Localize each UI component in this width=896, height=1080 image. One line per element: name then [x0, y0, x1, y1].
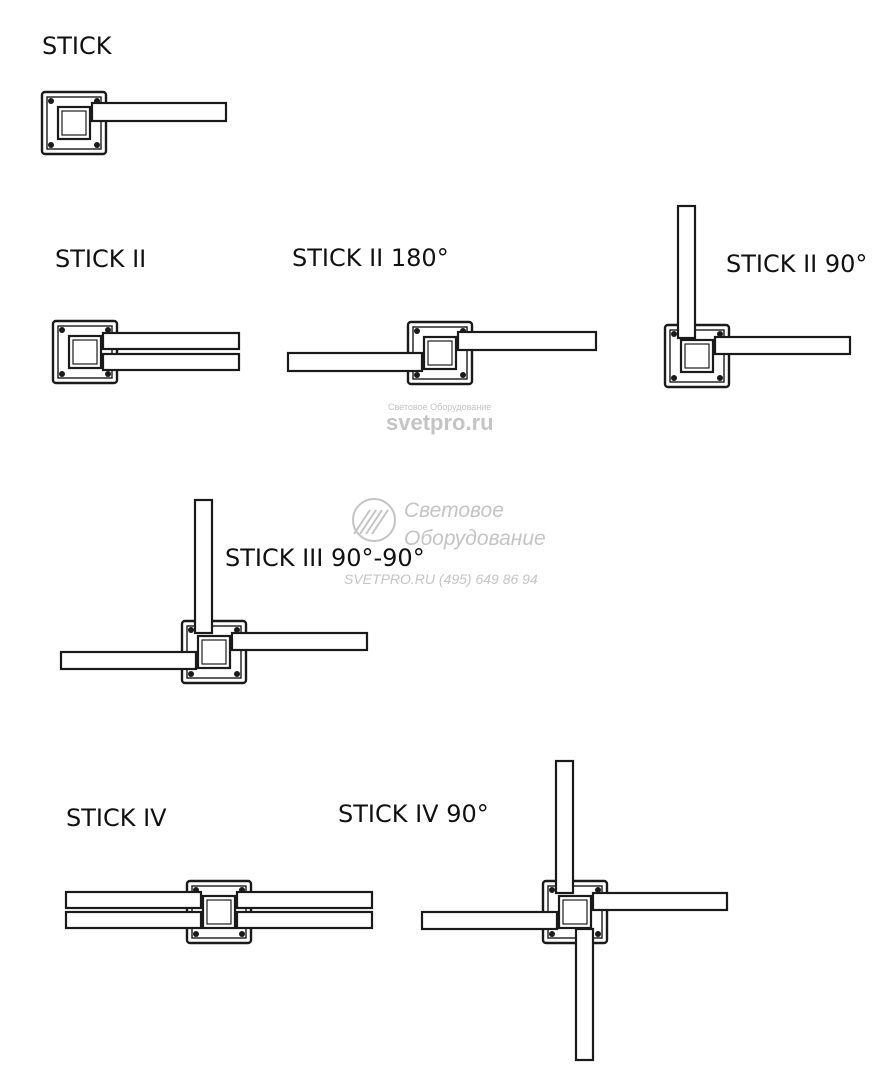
- mount-plate: [185, 879, 253, 945]
- diagram-stick: [40, 90, 228, 156]
- screw-hole-icon: [549, 887, 555, 893]
- arm-bar: [286, 351, 424, 373]
- screw-hole-icon: [59, 327, 65, 333]
- socket-inner: [61, 110, 87, 136]
- watermark-line-2: Оборудование: [404, 527, 546, 550]
- screw-hole-icon: [671, 331, 677, 337]
- label-stick-ii-90: STICK II 90°: [726, 250, 868, 278]
- arm-bar: [101, 331, 241, 351]
- socket-square: [67, 334, 103, 370]
- arm-bar: [230, 631, 369, 652]
- arm-bar: [101, 352, 241, 372]
- socket-inner: [684, 343, 710, 369]
- socket-square: [196, 634, 232, 670]
- arm-bar: [554, 759, 575, 895]
- socket-square: [679, 338, 715, 374]
- label-stick: STICK: [42, 32, 112, 60]
- socket-inner: [206, 899, 232, 925]
- watermark-logo-stroke: [359, 509, 377, 535]
- socket-square: [201, 894, 237, 930]
- diagram-stick-ii-90: [663, 204, 852, 389]
- mount-plate: [40, 90, 108, 156]
- screw-hole-icon: [595, 931, 601, 937]
- socket-square: [422, 335, 458, 371]
- arm-bar: [235, 890, 374, 910]
- label-stick-ii: STICK II: [55, 245, 147, 273]
- socket-inner: [427, 340, 453, 366]
- screw-hole-icon: [48, 98, 54, 104]
- arm-bar: [713, 335, 852, 356]
- socket-inner: [201, 639, 227, 665]
- arm-bar: [193, 498, 214, 635]
- mount-plate: [406, 320, 474, 386]
- plate-inner: [46, 96, 102, 150]
- diagram-stick-iii: [59, 498, 369, 685]
- screw-hole-icon: [671, 375, 677, 381]
- socket-inner: [72, 339, 98, 365]
- arm-bar: [64, 890, 203, 910]
- socket-inner: [562, 899, 588, 925]
- arm-bar: [235, 910, 374, 930]
- arm-bar: [420, 910, 559, 931]
- screw-hole-icon: [234, 627, 240, 633]
- arm-bar: [59, 650, 198, 671]
- screw-hole-icon: [48, 142, 54, 148]
- screw-hole-icon: [717, 331, 723, 337]
- diagram-stick-ii-180: [286, 320, 598, 386]
- plate-inner: [669, 329, 725, 383]
- watermark-logo-stroke: [371, 509, 389, 535]
- watermark-contact: SVETPRO.RU (495) 649 86 94: [344, 571, 538, 587]
- label-stick-ii-180: STICK II 180°: [292, 244, 449, 272]
- screw-hole-icon: [94, 142, 100, 148]
- arm-bar: [676, 204, 697, 340]
- screw-hole-icon: [414, 328, 420, 334]
- screw-hole-icon: [105, 371, 111, 377]
- mount-plate: [663, 323, 731, 389]
- mount-plate: [541, 879, 609, 945]
- diagram-stick-iv: [64, 879, 374, 945]
- arm-bar: [456, 330, 598, 352]
- screw-hole-icon: [460, 372, 466, 378]
- screw-hole-icon: [59, 371, 65, 377]
- diagram-stick-iv-90: [420, 759, 729, 1062]
- screw-hole-icon: [188, 627, 194, 633]
- diagram-stick-ii: [51, 319, 241, 385]
- watermark-logo-icon: [352, 498, 396, 542]
- screw-hole-icon: [717, 375, 723, 381]
- watermark-site: svetpro.ru: [386, 410, 494, 435]
- screw-hole-icon: [549, 931, 555, 937]
- arm-bar: [574, 927, 595, 1062]
- watermark-logo-ring: [352, 498, 396, 542]
- screw-hole-icon: [239, 931, 245, 937]
- screw-hole-icon: [188, 671, 194, 677]
- watermark-logo-stroke: [365, 509, 383, 535]
- screw-hole-icon: [234, 671, 240, 677]
- screw-hole-icon: [595, 887, 601, 893]
- label-stick-iii: STICK III 90°-90°: [225, 544, 425, 572]
- watermark-line-1: Световое: [404, 499, 504, 522]
- watermark-small-caption: Световое Оборудование: [388, 402, 492, 412]
- socket-square: [56, 105, 92, 141]
- mount-plate: [51, 319, 119, 385]
- screw-hole-icon: [193, 931, 199, 937]
- arm-bar: [64, 910, 203, 930]
- watermark-logo-stroke: [353, 509, 371, 535]
- label-stick-iv-90: STICK IV 90°: [338, 800, 489, 828]
- arm-bar: [90, 101, 228, 123]
- label-stick-iv: STICK IV: [66, 804, 167, 832]
- arm-bar: [591, 891, 729, 912]
- screw-hole-icon: [105, 327, 111, 333]
- socket-square: [557, 894, 593, 930]
- screw-hole-icon: [414, 372, 420, 378]
- plate-inner: [57, 325, 113, 379]
